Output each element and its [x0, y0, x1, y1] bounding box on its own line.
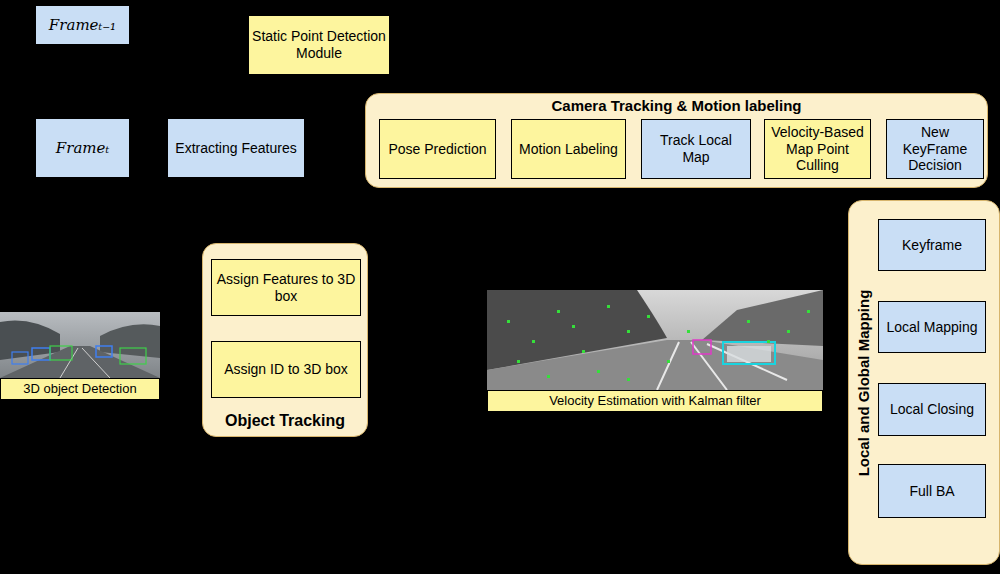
group-panel: Camera Tracking & Motion labelingPose Pr… — [365, 93, 988, 188]
node-label: Camera Tracking & Motion labeling — [366, 97, 987, 114]
group-panel: Local and Global Mapping KeyframeLocal Ma… — [848, 200, 1000, 565]
detection-illustration — [0, 312, 160, 378]
process-box: Track Local Map — [641, 119, 751, 179]
process-box: Assign Features to 3D box — [211, 259, 361, 316]
process-box: Assign ID to 3D box — [211, 341, 361, 398]
process-box: Full BA — [878, 464, 986, 518]
process-box: Pose Prediction — [379, 119, 496, 179]
figure-caption: 3D object Detection — [0, 312, 160, 400]
node-label: Track Local Map — [645, 132, 747, 166]
node-label: Keyframe — [902, 237, 962, 254]
node-label: Full BA — [909, 483, 954, 500]
node-label: New KeyFrame Decision — [890, 124, 980, 174]
node-label: Motion Labeling — [519, 141, 618, 158]
node-label: Extracting Features — [175, 140, 296, 157]
figure-caption: Velocity Estimation with Kalman filter — [487, 290, 823, 412]
frame-box: Frameₜ₋₁ — [35, 5, 130, 45]
node-label: Local Mapping — [886, 319, 977, 336]
process-box: Motion Labeling — [511, 119, 626, 179]
group-panel: Object Tracking Assign Features to 3D box… — [202, 243, 368, 437]
velocity-illustration — [487, 290, 823, 390]
node-label: Local Closing — [890, 401, 974, 418]
process-box: Extracting Features — [167, 118, 305, 178]
node-label: Static Point Detection Module — [252, 28, 386, 62]
module-box: Static Point Detection Module — [248, 15, 390, 75]
process-box: Local Mapping — [878, 301, 986, 353]
node-label: Velocity Estimation with Kalman filter — [487, 390, 823, 412]
node-label: Assign Features to 3D box — [215, 271, 357, 305]
process-box: Velocity-Based Map Point Culling — [764, 119, 871, 179]
node-label: Local and Global Mapping — [852, 201, 874, 564]
process-box: Local Closing — [878, 383, 986, 436]
decision-box: New KeyFrame Decision — [886, 119, 984, 179]
node-label: Frameₜ — [56, 139, 109, 157]
frame-box: Frameₜ — [35, 118, 130, 178]
node-label: Pose Prediction — [388, 141, 486, 158]
node-label: Assign ID to 3D box — [224, 361, 348, 378]
node-label: 3D object Detection — [0, 378, 160, 400]
node-label: Velocity-Based Map Point Culling — [768, 124, 867, 174]
process-box: Keyframe — [878, 219, 986, 271]
node-label: Frameₜ₋₁ — [49, 16, 116, 34]
node-label: Object Tracking — [203, 412, 367, 430]
